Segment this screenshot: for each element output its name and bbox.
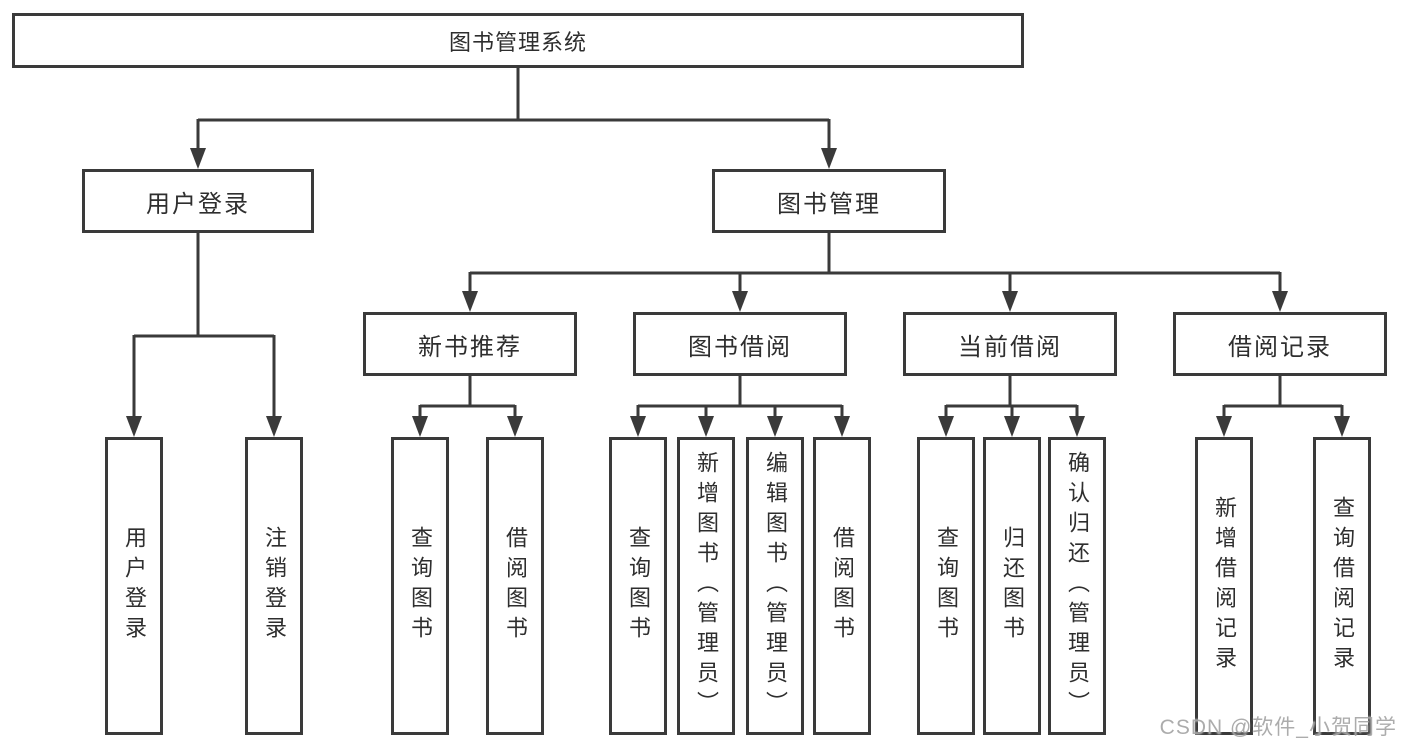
csdn-watermark: CSDN @软件_小贺同学 xyxy=(1159,716,1397,739)
leaf-return-books: 归还图书 xyxy=(983,437,1041,735)
leaf-query-books-recommend: 查询图书 xyxy=(391,437,449,735)
node-label: 用户登录 xyxy=(146,190,250,218)
node-label: 借阅图书 xyxy=(830,526,855,646)
node-label: 图书管理 xyxy=(777,190,881,218)
leaf-borrow-books: 借阅图书 xyxy=(813,437,871,735)
node-label: 归还图书 xyxy=(1000,526,1025,646)
node-borrow-records: 借阅记录 xyxy=(1173,312,1387,376)
leaf-add-borrow-record: 新增借阅记录 xyxy=(1195,437,1253,735)
node-user-login: 用户登录 xyxy=(82,169,314,233)
node-label: 查询图书 xyxy=(626,526,651,646)
leaf-logout: 注销登录 xyxy=(245,437,303,735)
leaf-borrow-books-recommend: 借阅图书 xyxy=(486,437,544,735)
node-label: 查询图书 xyxy=(934,526,959,646)
node-label: 借阅记录 xyxy=(1228,333,1332,361)
node-label: 图书管理系统 xyxy=(448,29,587,55)
node-label: 当前借阅 xyxy=(958,333,1062,361)
node-label: 新增借阅记录 xyxy=(1212,496,1237,676)
node-library-management-system: 图书管理系统 xyxy=(12,13,1024,68)
node-label: 编辑图书（管理员） xyxy=(763,451,788,721)
leaf-confirm-return-admin: 确认归还（管理员） xyxy=(1048,437,1106,735)
node-label: 注销登录 xyxy=(262,526,287,646)
leaf-add-books-admin: 新增图书（管理员） xyxy=(677,437,735,735)
leaf-query-borrow-record: 查询借阅记录 xyxy=(1313,437,1371,735)
node-label: 查询图书 xyxy=(408,526,433,646)
node-label: 确认归还（管理员） xyxy=(1065,451,1090,721)
node-book-borrow: 图书借阅 xyxy=(633,312,847,376)
leaf-user-login: 用户登录 xyxy=(105,437,163,735)
node-label: 查询借阅记录 xyxy=(1330,496,1355,676)
node-label: 用户登录 xyxy=(122,526,147,646)
leaf-query-books-borrow: 查询图书 xyxy=(609,437,667,735)
leaf-query-books-current: 查询图书 xyxy=(917,437,975,735)
node-book-management: 图书管理 xyxy=(712,169,946,233)
node-label: 借阅图书 xyxy=(503,526,528,646)
node-label: 新增图书（管理员） xyxy=(694,451,719,721)
node-label: 新书推荐 xyxy=(418,333,522,361)
leaf-edit-books-admin: 编辑图书（管理员） xyxy=(746,437,804,735)
node-current-borrow: 当前借阅 xyxy=(903,312,1117,376)
node-label: 图书借阅 xyxy=(688,333,792,361)
node-new-book-recommend: 新书推荐 xyxy=(363,312,577,376)
